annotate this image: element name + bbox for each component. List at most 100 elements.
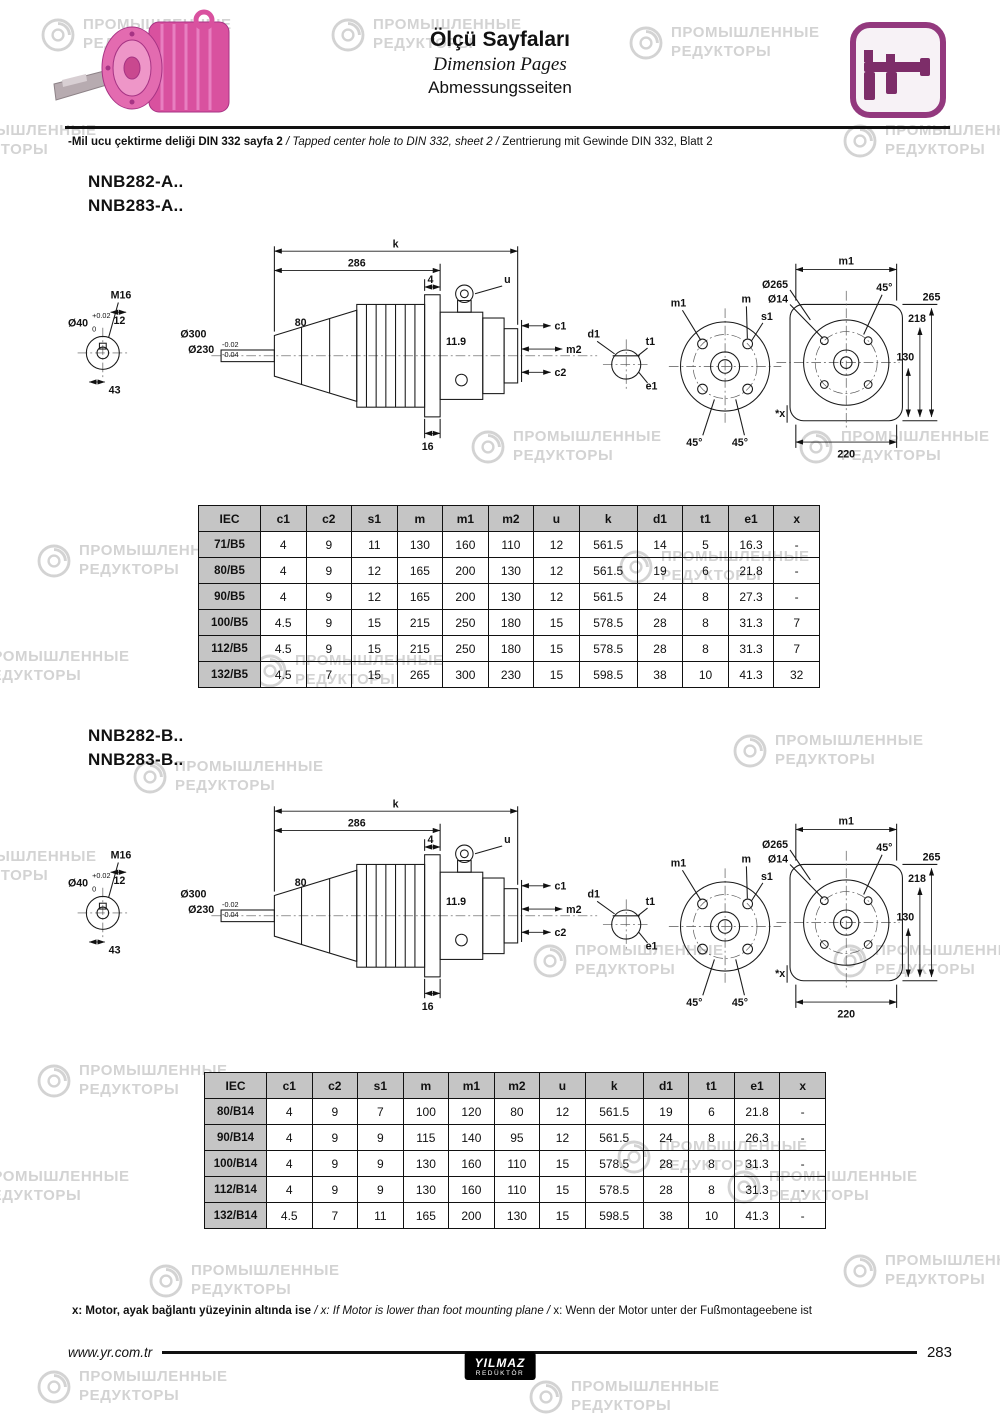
value-cell: 9 (357, 1150, 404, 1177)
dim-265: 265 (923, 292, 941, 304)
dim-m1: m1 (671, 297, 686, 309)
value-cell: 598.5 (584, 1202, 644, 1229)
watermark-logo-icon (629, 26, 663, 60)
value-cell: 130 (493, 1202, 541, 1229)
value-cell: 7 (305, 661, 353, 688)
value-cell: 15 (533, 661, 580, 688)
dim-m1: m1 (839, 816, 854, 828)
value-cell: 100 (402, 1098, 450, 1125)
value-cell: 21.8 (727, 557, 775, 584)
dim-k: k (393, 798, 399, 810)
dim-c2: c2 (554, 927, 566, 939)
value-cell: 11 (357, 1202, 404, 1229)
website-link[interactable]: www.yr.com.tr (68, 1345, 153, 1360)
shaft-end-view: M16 Ø40 +0.02 0 12 43 (68, 850, 131, 957)
watermark-logo-icon (843, 1254, 877, 1288)
value-cell: 561.5 (578, 557, 638, 584)
value-cell: 15 (539, 1176, 586, 1203)
dim-d1: d1 (587, 888, 600, 900)
dim-220: 220 (837, 449, 855, 461)
value-cell: 15 (351, 661, 398, 688)
value-cell: 9 (311, 1124, 359, 1151)
dim-130: 130 (896, 352, 914, 364)
watermark-logo-icon (533, 944, 567, 978)
value-cell: 27.3 (727, 583, 775, 610)
value-cell: 165 (396, 583, 444, 610)
dim-x: *x (775, 408, 785, 420)
column-header: s1 (357, 1072, 404, 1099)
value-cell: 24 (636, 583, 684, 610)
column-header: e1 (733, 1072, 781, 1099)
dim-dia300: Ø300 (180, 888, 206, 900)
value-cell: 200 (442, 583, 489, 610)
dim-45deg: 45° (876, 842, 892, 854)
value-cell: 561.5 (578, 531, 638, 558)
value-cell: - (779, 1124, 826, 1151)
value-cell: 561.5 (584, 1124, 644, 1151)
page-title-en: Dimension Pages (433, 54, 567, 75)
value-cell: 38 (642, 1202, 690, 1229)
column-header: t1 (688, 1072, 735, 1099)
dim-12: 12 (113, 315, 125, 327)
value-cell: 180 (487, 609, 535, 636)
value-cell: 110 (487, 531, 535, 558)
value-cell: 578.5 (584, 1176, 644, 1203)
value-cell: - (779, 1098, 826, 1125)
value-cell: 4.5 (260, 609, 307, 636)
dim-dia40: Ø40 (68, 318, 88, 330)
value-cell: 140 (448, 1124, 495, 1151)
svg-text:-0.04: -0.04 (222, 350, 239, 359)
dim-c1: c1 (554, 321, 566, 333)
value-cell: 15 (351, 635, 398, 662)
value-cell: 28 (636, 609, 684, 636)
dim-c2: c2 (554, 367, 566, 379)
din-note-tr: -Mil ucu çektirme deliği DIN 332 sayfa 2 (68, 136, 283, 148)
value-cell: 9 (357, 1176, 404, 1203)
value-cell: 160 (442, 531, 489, 558)
dim-218: 218 (908, 873, 926, 885)
dim-m1: m1 (839, 256, 854, 268)
value-cell: 14 (636, 531, 684, 558)
value-cell: 215 (396, 609, 444, 636)
value-cell: 12 (533, 531, 580, 558)
value-cell: 130 (402, 1150, 450, 1177)
dim-x: *x (775, 968, 785, 980)
svg-text:-0.04: -0.04 (222, 910, 239, 919)
column-header: m (396, 505, 444, 532)
value-cell: 578.5 (578, 609, 638, 636)
value-cell: 8 (688, 1150, 735, 1177)
value-cell: 561.5 (578, 583, 638, 610)
value-cell: 19 (642, 1098, 690, 1125)
dim-e1: e1 (646, 381, 658, 393)
watermark-logo-icon (529, 1380, 563, 1414)
page-title-block: Ölçü Sayfaları Dimension Pages Abmessung… (280, 28, 720, 98)
value-cell: 15 (533, 609, 580, 636)
iec-cell: 112/B14 (204, 1176, 267, 1203)
value-cell: 28 (642, 1176, 690, 1203)
dim-t1: t1 (646, 896, 656, 908)
dim-dia230: Ø230 (188, 904, 214, 916)
watermark-logo-icon (41, 18, 75, 52)
value-cell: - (773, 531, 820, 558)
column-header: m1 (442, 505, 489, 532)
value-cell: 4 (266, 1176, 313, 1203)
value-cell: 4 (266, 1124, 313, 1151)
column-header: m2 (493, 1072, 541, 1099)
logo-line1: YILMAZ (474, 1356, 526, 1370)
value-cell: 28 (642, 1150, 690, 1177)
value-cell: 7 (773, 609, 820, 636)
